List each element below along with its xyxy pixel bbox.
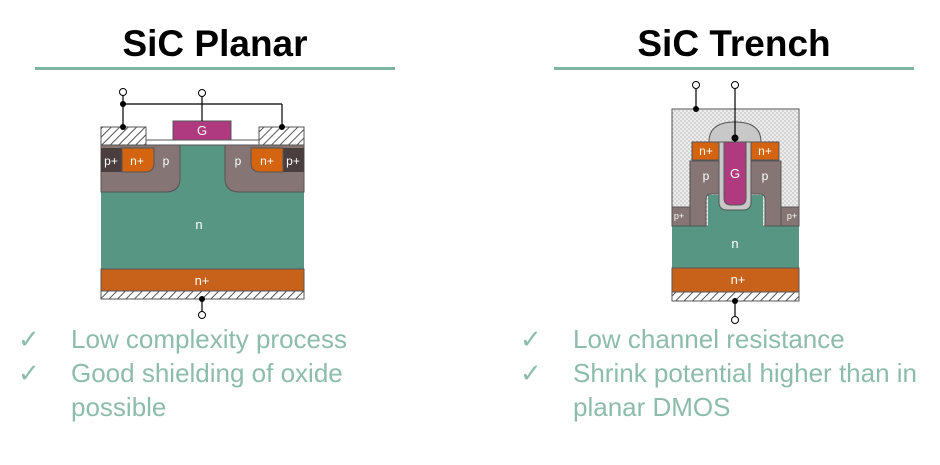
planar-source-junction [120, 101, 126, 107]
trench-advantages-list: ✓ Low channel resistance ✓ Shrink potent… [520, 322, 940, 424]
planar-label-n-plus-right: n+ [260, 154, 274, 168]
planar-mosfet-cross-section: G p+ n+ p p n+ p+ n n+ [100, 88, 305, 319]
planar-drain-terminal [198, 311, 206, 319]
check-icon: ✓ [18, 358, 40, 388]
trench-advantage-text: Shrink potential higher than in planar D… [573, 358, 918, 422]
planar-source-contact-left [120, 124, 126, 130]
trench-n-drift-region [672, 195, 799, 268]
trench-p-body-right [748, 160, 782, 227]
trench-label-p-plus-left: p+ [674, 211, 684, 221]
trench-p-plus-right-cell [780, 206, 800, 227]
trench-p-body-left [689, 160, 723, 227]
planar-advantage-item: ✓ Good shielding of oxide possible [18, 356, 438, 424]
trench-title-underline [554, 67, 914, 70]
trench-label-n-plus-substrate: n+ [731, 272, 746, 287]
planar-n-plus-source-left [121, 147, 155, 173]
trench-gate [723, 141, 747, 206]
check-icon: ✓ [18, 324, 40, 354]
trench-advantage-text: Low channel resistance [573, 324, 845, 354]
trench-title: SiC Trench [637, 23, 831, 64]
trench-label-p-left: p [703, 169, 710, 183]
trench-drain-contact [732, 298, 738, 304]
trench-n-plus-substrate [671, 267, 800, 293]
trench-p-plus-left-cell [671, 206, 691, 227]
trench-label-n-drift: n [731, 236, 738, 251]
trench-drain-terminal [731, 316, 739, 324]
trench-source-terminal [692, 81, 700, 89]
planar-title-underline [35, 67, 395, 70]
trench-label-p-plus-right: p+ [787, 211, 797, 221]
planar-label-gate: G [197, 123, 207, 138]
check-icon: ✓ [520, 324, 542, 354]
planar-p-plus-right [283, 148, 304, 172]
trench-mosfet-cross-section: n+ n+ p p G p+ p+ n n+ [671, 81, 800, 324]
trench-label-n-plus-right: n+ [758, 144, 772, 158]
trench-label-gate: G [730, 166, 740, 181]
trench-label-p-right: p [762, 169, 769, 183]
planar-label-p-plus-left: p+ [104, 154, 118, 168]
planar-n-plus-source-right [250, 147, 284, 173]
trench-gate-terminal [731, 81, 739, 89]
trench-source-contact [693, 106, 699, 112]
planar-label-n-drift: n [195, 217, 202, 232]
planar-advantage-item: ✓ Low complexity process [18, 322, 438, 356]
trench-gate-contact [731, 134, 739, 142]
planar-gate-terminal [198, 89, 206, 97]
planar-gate-oxide [145, 139, 260, 146]
trench-advantage-item: ✓ Shrink potential higher than in planar… [520, 356, 940, 424]
planar-source-terminal [119, 88, 127, 96]
trench-advantage-item: ✓ Low channel resistance [520, 322, 940, 356]
check-icon: ✓ [520, 358, 542, 388]
planar-p-plus-left [101, 148, 122, 172]
planar-label-p-right: p [235, 154, 242, 168]
planar-source-contact-right [279, 124, 285, 130]
planar-advantages-list: ✓ Low complexity process ✓ Good shieldin… [18, 322, 438, 424]
planar-advantage-text: Low complexity process [71, 324, 347, 354]
planar-advantage-text: Good shielding of oxide possible [71, 358, 343, 422]
planar-label-n-plus-left: n+ [130, 154, 144, 168]
planar-label-p-plus-right: p+ [286, 154, 300, 168]
trench-label-n-plus-left: n+ [699, 144, 713, 158]
planar-label-n-plus-substrate: n+ [195, 273, 210, 288]
planar-drain-contact [199, 296, 205, 302]
planar-title: SiC Planar [122, 23, 308, 64]
planar-label-p-left: p [163, 154, 170, 168]
